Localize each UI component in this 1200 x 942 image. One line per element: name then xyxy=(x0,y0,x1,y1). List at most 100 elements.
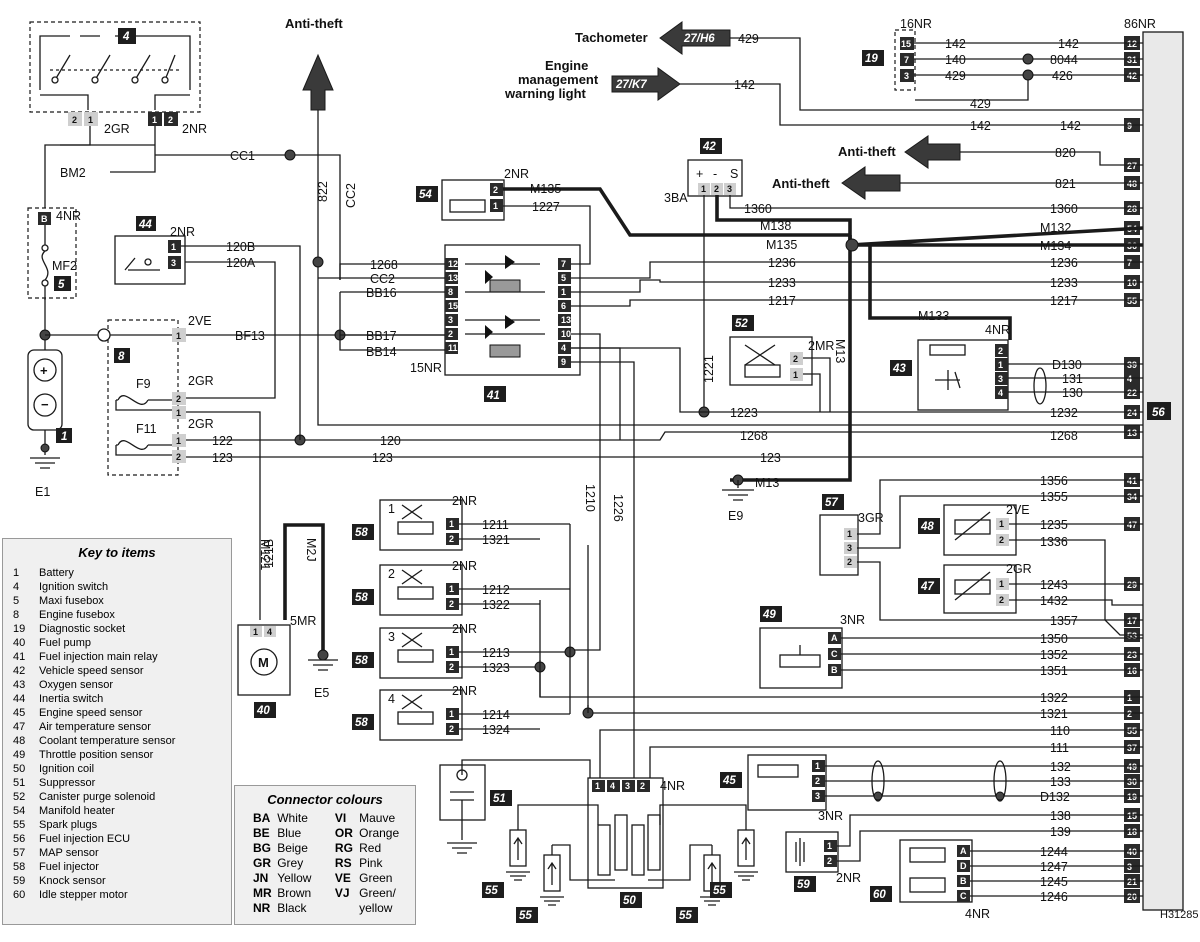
svg-text:15: 15 xyxy=(901,39,911,49)
wire-label-122: 122 xyxy=(212,434,233,448)
injector-wire-label: 1321 xyxy=(482,533,510,547)
svg-text:47: 47 xyxy=(920,581,934,593)
tag-50: 50 xyxy=(620,892,642,908)
svg-text:1: 1 xyxy=(999,579,1004,589)
inertia-switch-contact xyxy=(124,257,160,271)
wire-1336 xyxy=(1009,539,1143,636)
wire-label-1357: 1357 xyxy=(1050,614,1078,628)
coil-winding-2 xyxy=(614,814,628,871)
ground-point-e1 xyxy=(40,443,50,453)
wire-label-d130: D130 xyxy=(1052,358,1082,372)
connector-49-pins: A C B xyxy=(828,632,841,676)
connector-19-label: 16NR xyxy=(900,17,932,31)
wire-m135 xyxy=(503,187,850,237)
injector-wire-label: 1324 xyxy=(482,723,510,737)
ignition-switch-contacts xyxy=(39,35,191,110)
wire-label-133: 133 xyxy=(1050,775,1071,789)
wire-1233 xyxy=(571,279,1143,293)
svg-text:7: 7 xyxy=(561,259,566,269)
relay-41-connector-label: 15NR xyxy=(410,361,442,375)
connector-4-2gr: 2 1 xyxy=(68,112,98,126)
tag-60: 60 xyxy=(870,886,892,902)
connector-43-4nr: 2 1 3 4 xyxy=(995,344,1008,399)
svg-text:1: 1 xyxy=(493,201,498,211)
air-thermistor-slash xyxy=(954,571,991,601)
battery-plus-sign: + xyxy=(40,363,48,378)
wire-label-140: 140 xyxy=(945,53,966,67)
vss-minus: - xyxy=(713,167,717,181)
purge-coil xyxy=(744,364,781,378)
splice-140 xyxy=(1022,53,1034,65)
wire-label-1336: 1336 xyxy=(1040,535,1068,549)
wire-label-bb17: BB17 xyxy=(366,329,397,343)
svg-text:55: 55 xyxy=(485,885,498,897)
injector-wire-label: 1214 xyxy=(482,708,510,722)
coil-winding-3 xyxy=(631,824,645,876)
tag-49: 49 xyxy=(760,606,782,622)
spark-plug-2: 55 xyxy=(516,845,564,923)
svg-text:1: 1 xyxy=(176,436,181,446)
wire-suppressor xyxy=(461,759,591,840)
ground-label-e9: E9 xyxy=(728,509,743,523)
wire-1210 xyxy=(570,333,601,651)
svg-text:3: 3 xyxy=(625,781,630,791)
tag-40: 40 xyxy=(254,702,276,718)
connector-44-2nr: 13 xyxy=(168,240,181,269)
connector-59-pins: 1 2 xyxy=(824,840,837,867)
tag-19: 19 xyxy=(862,50,884,66)
wire-1227 xyxy=(503,205,591,265)
connector-8-2ve: 1 xyxy=(172,328,186,342)
tag-1: 1 xyxy=(56,428,72,443)
wire-label-1235: 1235 xyxy=(1040,518,1068,532)
wire-label-821: 821 xyxy=(1055,177,1076,191)
connector-11-2gr: 12 xyxy=(172,434,186,463)
wire-m121-m2j xyxy=(283,523,325,650)
wire-label-1226: 1226 xyxy=(611,494,625,522)
svg-text:2: 2 xyxy=(714,184,719,194)
svg-text:49: 49 xyxy=(762,609,776,621)
wire-cc1 xyxy=(155,154,341,280)
injector-number: 1 xyxy=(388,502,395,516)
svg-text:10: 10 xyxy=(561,329,571,339)
svg-text:9: 9 xyxy=(561,357,566,367)
connector-42-3ba: 1 2 3 xyxy=(698,183,736,195)
wire-bb17-bb14 xyxy=(339,292,445,351)
wire-label-111: 111 xyxy=(1050,741,1069,755)
svg-text:1: 1 xyxy=(847,529,852,539)
fuse-f11 xyxy=(115,440,172,456)
stepper-coil-a xyxy=(909,847,946,863)
svg-text:2: 2 xyxy=(493,185,498,195)
svg-text:1: 1 xyxy=(561,287,566,297)
fuel-injectors: 1122NR58121113212122NR58121213223122NR58… xyxy=(352,494,594,741)
tachometer-ref: 27/H6 xyxy=(683,33,715,45)
wire-label-1233b: 1233 xyxy=(1050,276,1078,290)
svg-text:2: 2 xyxy=(847,557,852,567)
svg-text:1: 1 xyxy=(815,761,820,771)
wire-1432 xyxy=(1009,599,1143,606)
svg-text:2: 2 xyxy=(448,329,453,339)
wire-1268-relay xyxy=(339,263,445,280)
svg-text:49: 49 xyxy=(1127,762,1137,772)
anti-theft-821-arrow-icon xyxy=(841,166,901,200)
wire-label-142b: 142 xyxy=(945,37,966,51)
svg-text:47: 47 xyxy=(1127,520,1137,530)
wire-m133 xyxy=(868,245,1012,340)
wire-label-123b: 123 xyxy=(372,451,393,465)
svg-text:1: 1 xyxy=(998,360,1003,370)
connector-52-2mr: 21 xyxy=(790,352,803,381)
tag-47: 47 xyxy=(918,578,940,594)
svg-text:2: 2 xyxy=(640,781,645,791)
wire-label-123-right: 123 xyxy=(760,451,781,465)
svg-text:5: 5 xyxy=(561,273,566,283)
wire-label-142d: 142 xyxy=(970,119,991,133)
injector-wire-label: 1213 xyxy=(482,646,510,660)
connector-54-2nr: 21 xyxy=(490,183,503,212)
